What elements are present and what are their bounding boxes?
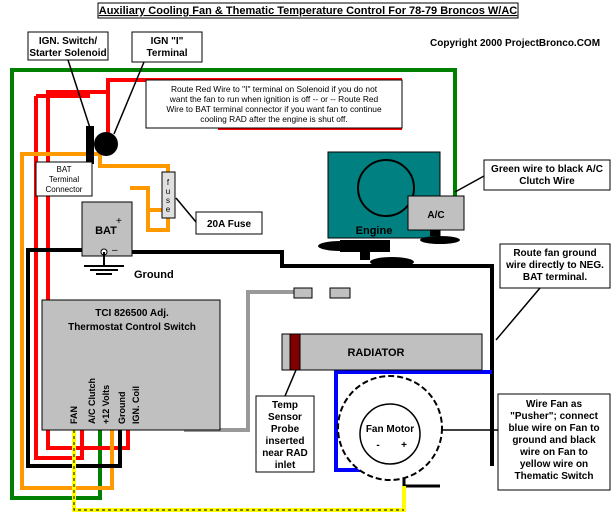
terminal-label-fan: FAN <box>69 406 79 424</box>
callout-bat-terminal-line: Connector <box>46 185 83 194</box>
red-wire-note-line: cooling RAD after the engine is shut off… <box>200 114 347 124</box>
callout-ign-switch-line: IGN. Switch/ <box>39 36 98 47</box>
green-wire <box>10 68 457 500</box>
callout-bat-terminal-line: Terminal <box>49 175 79 184</box>
engine-circle <box>357 159 415 217</box>
thermostat-switch <box>41 299 221 431</box>
temp-sensor-note-line: Probe <box>271 424 300 435</box>
fuse-letter: s <box>166 196 170 205</box>
black-wire-fan-ground-route <box>104 250 494 350</box>
thermostat-title-2: Thermostat Control Switch <box>68 322 196 333</box>
green-wire-note-line: Clutch Wire <box>519 176 575 187</box>
wire-fan-note-line: Thematic Switch <box>515 471 594 482</box>
fuse-letter: f <box>167 178 170 187</box>
red-wire-ign-coil <box>46 90 130 450</box>
fuse-body <box>161 171 176 219</box>
battery <box>81 201 133 257</box>
diagram-title: Auxiliary Cooling Fan & Thematic Tempera… <box>99 5 518 17</box>
callout-bat-terminal-line: BAT <box>57 165 72 174</box>
callout-green-wire <box>483 159 611 191</box>
fan-minus: - <box>376 440 379 451</box>
temp-sensor-probe <box>289 333 301 371</box>
black-wire-ground <box>26 248 122 468</box>
radiator-label: RADIATOR <box>347 347 404 359</box>
engine-foot-left <box>318 241 362 251</box>
callout-ign-terminal-line: Terminal <box>147 48 188 59</box>
green-wire-note-line: Green wire to black A/C <box>491 164 603 175</box>
thermostat-title-1: TCI 826500 Adj. <box>95 308 169 319</box>
callout-ign-terminal <box>131 31 203 63</box>
leader-green-wire <box>454 175 485 193</box>
copyright-text: Copyright 2000 ProjectBronco.COM <box>430 38 600 49</box>
fan-motor <box>359 403 421 465</box>
battery-minus: – <box>112 245 118 256</box>
leader-temp-sensor <box>284 369 297 397</box>
temp-sensor-note-line: inlet <box>275 460 296 471</box>
wire-fan-note-line: wire on Fan to <box>519 447 588 458</box>
fan-plus: + <box>401 440 407 451</box>
fan-ground-note-line: Route fan ground <box>513 248 596 259</box>
ac-foot <box>420 236 460 244</box>
yellow-wire-fan <box>72 430 406 512</box>
red-wire-note-line: Wire to BAT terminal connector if you wa… <box>166 104 382 114</box>
temp-sensor-note-line: Sensor <box>268 412 302 423</box>
leader-ign-terminal <box>113 61 145 135</box>
fuse-letter: u <box>166 187 170 196</box>
solenoid-body <box>86 126 94 164</box>
wire-fan-note-line: ground and black <box>512 435 596 446</box>
leader-fuse <box>175 197 197 223</box>
callout-fan-ground <box>499 243 611 289</box>
wire-fan-note-line: blue wire on Fan to <box>508 423 599 434</box>
terminal-label-ign-coil: IGN. Coil <box>131 386 141 424</box>
fan-motor-label: Fan Motor <box>366 424 414 435</box>
red-wire-note-line: want the fan to run when ignition is off… <box>169 94 379 104</box>
callout-ign-terminal-line: IGN "I" <box>151 36 184 47</box>
solenoid-terminal <box>94 132 118 156</box>
terminal-label-ground: Ground <box>117 392 127 425</box>
callout-ign-switch-line: Starter Solenoid <box>29 48 106 59</box>
temp-sensor-note-line: near RAD <box>262 448 308 459</box>
callout-fuse <box>195 211 263 235</box>
leader-ign-switch <box>67 59 91 129</box>
red-wire-note-line: Route Red Wire to "I" terminal on Soleno… <box>171 84 378 94</box>
leader-fan-ground <box>495 287 541 341</box>
orange-wire-12v <box>20 152 114 490</box>
temp-sensor-note-line: Temp <box>272 400 298 411</box>
temp-sensor-note-line: inserted <box>266 436 305 447</box>
battery-label: BAT <box>95 225 117 237</box>
callout-temp-sensor <box>255 395 315 473</box>
radiator <box>281 333 483 371</box>
engine-foot-right <box>370 257 414 267</box>
callout-red-wire-note <box>145 79 403 129</box>
red-wire-fan <box>34 96 84 460</box>
wire-fan-note-line: "Pusher"; connect <box>510 411 599 422</box>
wire-fan-note-line: yellow wire on <box>520 459 588 470</box>
fuse-callout-label: 20A Fuse <box>207 219 252 230</box>
fan-ground-note-line: BAT terminal. <box>523 272 587 283</box>
title-box <box>97 2 519 19</box>
engine-label: Engine <box>356 225 393 237</box>
fuse-letter: e <box>166 205 171 214</box>
ground-label: Ground <box>134 269 174 281</box>
ac-label: A/C <box>427 210 444 221</box>
terminal-label-ac-clutch: A/C Clutch <box>87 378 97 424</box>
callout-wire-fan <box>497 393 611 491</box>
wire-fan-note-line: Wire Fan as <box>526 399 582 410</box>
battery-plus: + <box>116 216 122 227</box>
terminal-label-12v: +12 Volts <box>101 385 111 424</box>
callout-bat-terminal <box>35 161 93 197</box>
fan-ground-note-line: wire directly to NEG. <box>505 260 604 271</box>
